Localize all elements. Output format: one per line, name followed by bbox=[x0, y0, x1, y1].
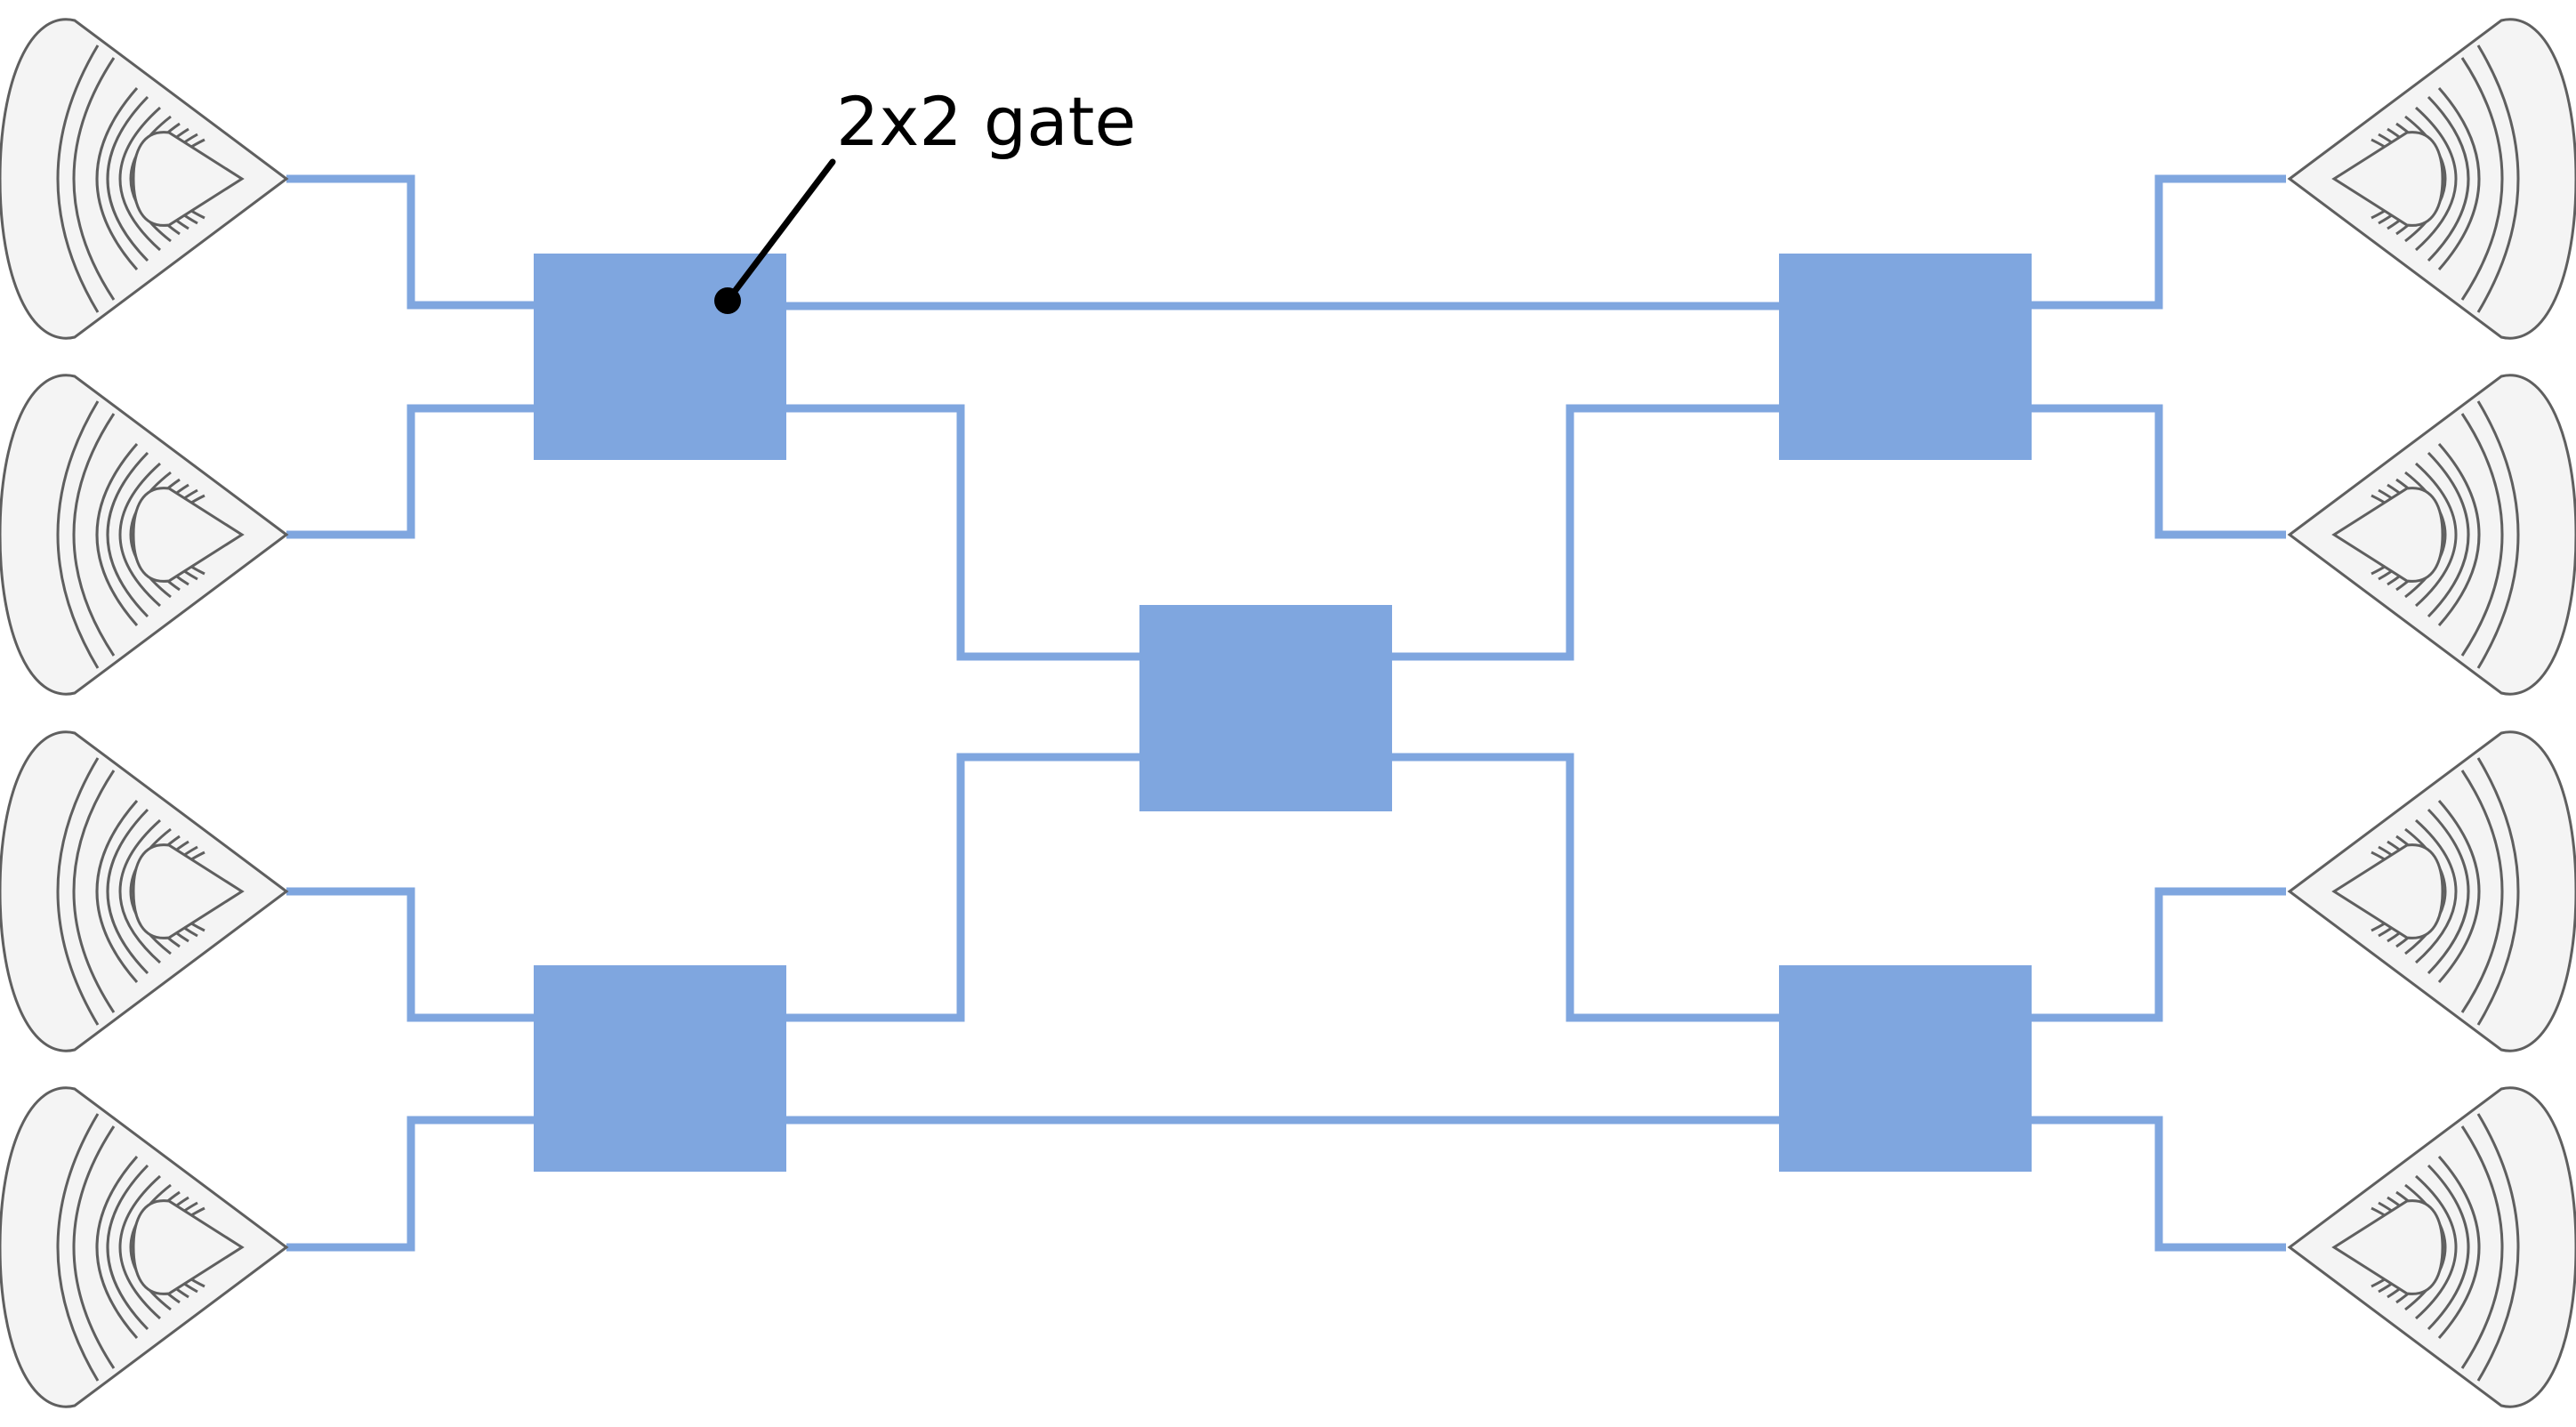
coupler-taper bbox=[132, 843, 245, 939]
grating-arc bbox=[106, 808, 149, 975]
grating-coupler-right-4-icon bbox=[2287, 1086, 2576, 1408]
gate-bottom-right bbox=[1779, 965, 2032, 1172]
grating-arc bbox=[2415, 106, 2458, 252]
grating-arc bbox=[72, 413, 116, 657]
annotation-layer: 2x2 gate bbox=[714, 82, 1136, 314]
grating-arc bbox=[2427, 808, 2470, 975]
grating-arc bbox=[106, 1164, 149, 1331]
waveguide-3 bbox=[286, 887, 534, 1022]
grating-coupler-left-4-icon bbox=[0, 1086, 289, 1408]
grating-arc bbox=[2404, 115, 2447, 243]
grating-arc bbox=[2437, 87, 2481, 270]
grating-coupler-left-1-icon bbox=[0, 18, 289, 340]
waveguide-4 bbox=[286, 1116, 534, 1252]
coupler-taper bbox=[2331, 487, 2444, 583]
grating-arc bbox=[118, 818, 161, 964]
gate-center bbox=[1139, 605, 1392, 811]
grating-arc bbox=[2476, 400, 2520, 669]
grating-arc bbox=[2404, 471, 2447, 599]
coupler-taper bbox=[132, 487, 245, 583]
coupler-taper bbox=[132, 1199, 245, 1295]
coupler-taper bbox=[2331, 131, 2444, 227]
grating-arc bbox=[56, 400, 100, 669]
waveguide-11 bbox=[2032, 174, 2286, 310]
gate-top-right bbox=[1779, 254, 2032, 460]
grating-arc bbox=[2460, 57, 2504, 301]
grating-arc bbox=[72, 1125, 116, 1369]
grating-coupler-left-3-icon bbox=[0, 730, 289, 1052]
grating-coupler-right-1-icon bbox=[2287, 18, 2576, 340]
grating-arc bbox=[56, 757, 100, 1026]
grating-arc bbox=[2460, 770, 2504, 1013]
waveguide-7 bbox=[786, 753, 1139, 1022]
grating-coupler-right-3-icon bbox=[2287, 730, 2576, 1052]
annotation-leader-line bbox=[724, 158, 836, 304]
coupler-taper bbox=[2331, 1199, 2444, 1295]
gate-top-left bbox=[534, 254, 786, 460]
gate-bottom-left bbox=[534, 965, 786, 1172]
grating-arc bbox=[95, 443, 139, 626]
grating-arc bbox=[2476, 1113, 2520, 1382]
waveguide-10 bbox=[1392, 753, 1779, 1022]
waveguide-9 bbox=[1392, 404, 1779, 661]
waveguide-2 bbox=[286, 404, 534, 539]
grating-arc bbox=[118, 106, 161, 252]
waveguide-12 bbox=[2032, 404, 2286, 539]
waveguide-14 bbox=[2032, 1116, 2286, 1252]
grating-arc bbox=[2460, 1125, 2504, 1369]
grating-arc bbox=[95, 87, 139, 270]
grating-coupler-left-2-icon bbox=[0, 374, 289, 696]
grating-coupler-right-2-icon bbox=[2287, 374, 2576, 696]
grating-arc bbox=[72, 57, 116, 301]
grating-arc bbox=[2476, 44, 2520, 313]
grating-arc bbox=[56, 1113, 100, 1382]
annotation-anchor-dot bbox=[714, 287, 741, 314]
annotation-label: 2x2 gate bbox=[836, 82, 1136, 161]
grating-arc bbox=[118, 462, 161, 608]
waveguide-13 bbox=[2032, 887, 2286, 1022]
grating-arc bbox=[2427, 451, 2470, 618]
grating-arc bbox=[106, 95, 149, 262]
grating-arc bbox=[2427, 1164, 2470, 1331]
waveguide-layer bbox=[286, 174, 2286, 1252]
coupler-taper bbox=[2331, 843, 2444, 939]
grating-arc bbox=[106, 451, 149, 618]
grating-arc bbox=[95, 800, 139, 983]
grating-arc bbox=[72, 770, 116, 1013]
grating-arc bbox=[2404, 1183, 2447, 1311]
grating-arc bbox=[129, 1183, 172, 1311]
coupler-layer bbox=[0, 18, 2576, 1408]
grating-arc bbox=[2437, 443, 2481, 626]
grating-arc bbox=[2427, 95, 2470, 262]
grating-arc bbox=[2460, 413, 2504, 657]
grating-arc bbox=[118, 1174, 161, 1320]
grating-arc bbox=[95, 1156, 139, 1339]
coupler-taper bbox=[132, 131, 245, 227]
grating-arc bbox=[2476, 757, 2520, 1026]
grating-arc bbox=[2415, 818, 2458, 964]
grating-arc bbox=[2415, 1174, 2458, 1320]
waveguide-1 bbox=[286, 174, 534, 310]
grating-arc bbox=[2437, 1156, 2481, 1339]
grating-arc bbox=[2415, 462, 2458, 608]
grating-arc bbox=[56, 44, 100, 313]
grating-arc bbox=[2437, 800, 2481, 983]
grating-arc bbox=[2404, 827, 2447, 955]
waveguide-6 bbox=[786, 404, 1139, 661]
grating-arc bbox=[129, 115, 172, 243]
grating-arc bbox=[129, 471, 172, 599]
grating-arc bbox=[129, 827, 172, 955]
gate-layer bbox=[534, 254, 2032, 1172]
